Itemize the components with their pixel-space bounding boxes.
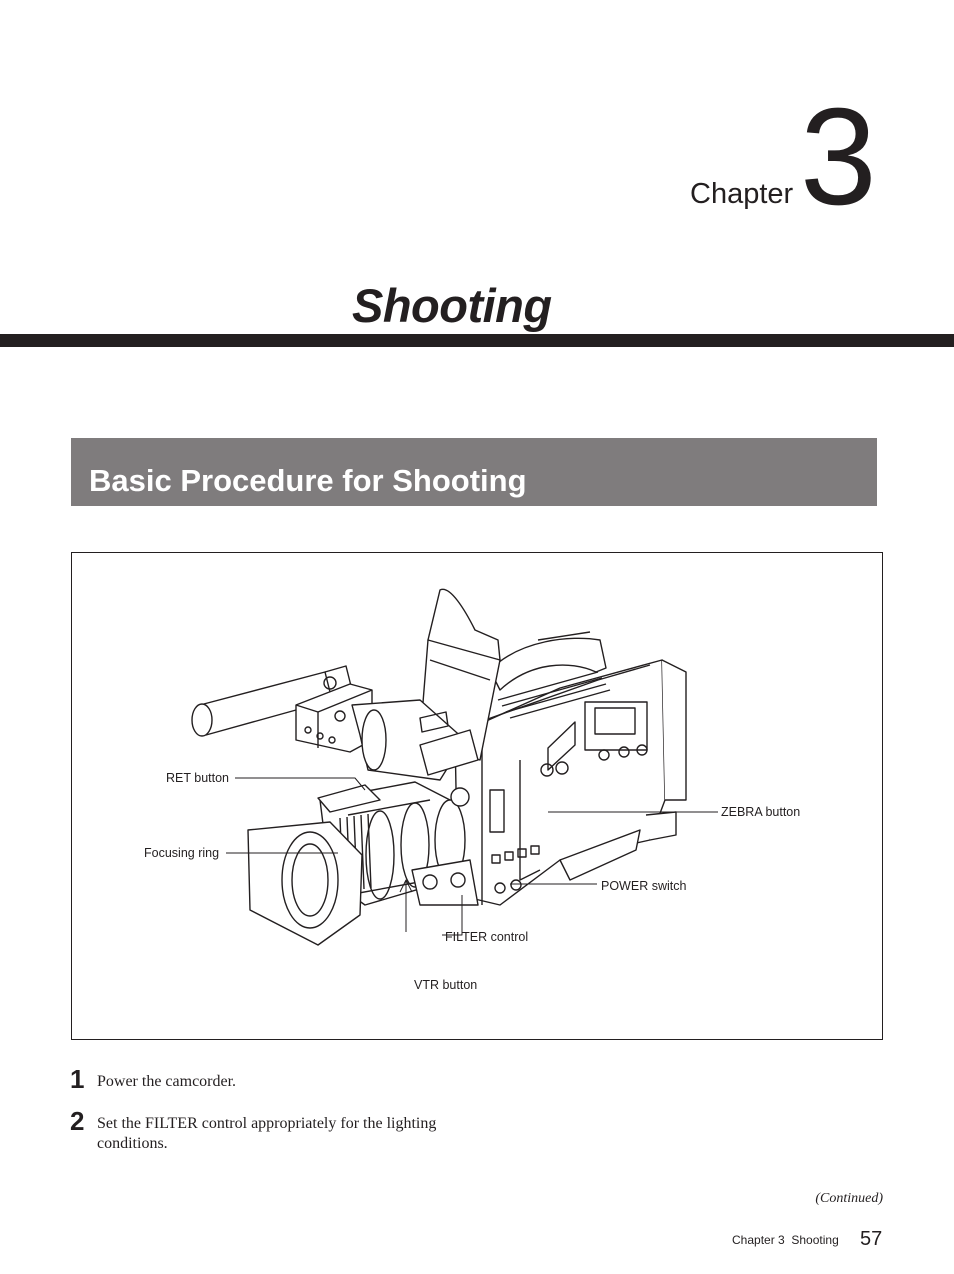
callout-vtr-button: VTR button (414, 978, 478, 992)
step-number: 2 (70, 1106, 85, 1136)
callout-lines (226, 777, 718, 936)
footer-chapter-label: Chapter 3 Shooting (732, 1233, 839, 1247)
callout-focusing-ring: Focusing ring (144, 846, 220, 860)
title-rule (0, 334, 954, 347)
chapter-number: 3 (800, 80, 877, 234)
callout-power-switch: POWER switch (601, 879, 687, 893)
section-header-bar (71, 438, 877, 506)
step-number: 1 (70, 1064, 85, 1094)
step-text: Power the camcorder. (97, 1073, 237, 1090)
section-title: Basic Procedure for Shooting (89, 463, 527, 498)
lens-drawing (247, 781, 470, 946)
page-title: Shooting (352, 279, 552, 332)
continued-note: (Continued) (815, 1191, 883, 1206)
callout-zebra-button: ZEBRA button (721, 805, 801, 819)
microphone-drawing (191, 665, 353, 737)
chapter-label: Chapter (690, 178, 794, 210)
step-text: Set the FILTER control appropriately for… (97, 1115, 437, 1152)
handle-drawing (489, 637, 607, 691)
callout-ret-button: RET button (166, 771, 230, 785)
page-number: 57 (860, 1228, 883, 1250)
camcorder-figure (71, 552, 883, 1040)
viewfinder-drawing (351, 588, 501, 781)
callout-filter-control: FILTER control (445, 930, 529, 944)
